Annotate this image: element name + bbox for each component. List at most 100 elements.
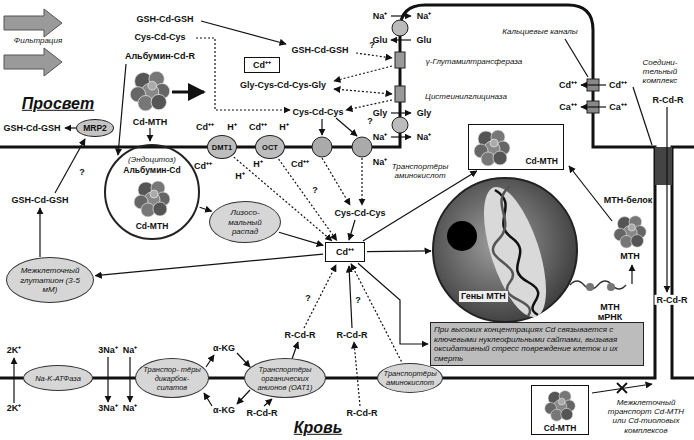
node-text: Межклеточный глутатион (3-5 мМ) (15, 266, 85, 295)
note-label: Межклеточный транспорт Cd-MTH или Cd-тио… (604, 398, 688, 435)
cell-outline (0, 5, 694, 378)
chem-label: α-KG (213, 405, 235, 415)
node-text: Лизосо- мальный распад (216, 208, 274, 237)
chem-label: МТН мРНК (593, 302, 627, 323)
question-mark: ? (369, 40, 375, 50)
chem-label: Glu (373, 35, 388, 45)
complex-box: Cd-MTH (531, 385, 589, 435)
question-mark: ? (79, 167, 85, 177)
complex-box: Cd-MTH (468, 124, 564, 170)
chem-label: α-KG (213, 343, 235, 353)
node-text: DMT1 (210, 143, 234, 152)
chem-label: R-Cd-R (337, 330, 368, 340)
node-text: Cd-MTH (136, 221, 169, 231)
protein-images (130, 71, 646, 421)
question-mark: ? (367, 116, 373, 126)
node-text: MRP2 (80, 123, 110, 133)
node-text: OCT (258, 143, 282, 152)
transporter-ellipse: Транспортёры аминокислот (377, 363, 443, 393)
chem-label: Na⁺ (417, 132, 432, 142)
chem-label: Cd⁺⁺ (196, 122, 214, 132)
pump-ellipse: Na-K-АТФаза (23, 365, 93, 391)
chem-label: R-Cd-R (347, 408, 378, 418)
chem-label: 2K⁺ (7, 403, 22, 413)
transporter-circle: DMT1 (207, 135, 237, 159)
flow-arrows (14, 16, 667, 406)
chem-label: Na⁺ (373, 132, 388, 142)
node-text: Транспор- тёры дикарбок- силатов (142, 365, 201, 392)
question-mark: ? (312, 185, 318, 195)
chem-label: Gly-Cys-Cd-Cys-Gly (240, 80, 326, 90)
chem-label: Cd⁺⁺ (194, 161, 212, 171)
flow-arrow (358, 263, 428, 344)
region-label: Просвет (22, 95, 94, 113)
note-label: Фильтрация (14, 36, 62, 45)
question-mark: ? (305, 293, 311, 303)
nucleus-drawing (433, 178, 626, 324)
nucleus-circle: Гены МТН (433, 178, 577, 322)
node-text: Транспортёры аминокислот (384, 369, 437, 387)
node-text: Na-K-АТФаза (30, 374, 86, 383)
node-text: (Эндоцитоз) (128, 155, 176, 165)
region-label: Кровь (294, 419, 343, 437)
flow-arrow (279, 159, 337, 240)
chem-label: R-Cd-R (285, 330, 316, 340)
chem-label: Cd-MTH (133, 117, 168, 127)
chem-label: Cd⁺⁺ (559, 80, 577, 90)
chem-label: Cys-Cd-Cys (334, 208, 385, 218)
node-text: Альбумин-Cd (123, 165, 180, 175)
transporter-circle: OCT (255, 135, 285, 159)
chem-label: Na⁺ (373, 157, 388, 167)
chem-label: 3Na⁺ (98, 345, 118, 355)
pool-ellipse: Межклеточный глутатион (3-5 мМ) (6, 257, 94, 303)
chem-label: Cd⁺⁺ (609, 80, 627, 90)
endocytosis-vesicle: (Эндоцитоз)Альбумин-CdCd-MTH (104, 144, 200, 240)
flow-arrow (200, 207, 212, 211)
transporter-ellipse: Транспор- тёры дикарбок- силатов (135, 358, 209, 398)
transporter-ellipse: Транспортёры органических анионов (OAT1) (244, 358, 326, 398)
note-label: Цистеинилглициназа (425, 92, 507, 101)
chem-label: МТН-белок (604, 195, 653, 205)
chem-label: 2K⁺ (7, 345, 22, 355)
note-label: γ-Глутамилтрансфераза (426, 57, 522, 66)
chem-label: Ca⁺⁺ (609, 102, 627, 112)
chem-label: GSH-Cd-GSH (137, 14, 194, 24)
chem-label: Альбумин-Cd-R (125, 51, 195, 61)
node-text: Cd⁺⁺ (329, 247, 361, 258)
lysosome-ellipse: Лизосо- мальный распад (209, 201, 281, 243)
node-text: Cd-MTH (544, 423, 577, 433)
chem-label: R-Cd-R (247, 408, 278, 418)
chem-label: МТН (620, 251, 640, 261)
flow-arrow (351, 264, 401, 362)
flow-arrow (367, 250, 431, 252)
ion-box: Cd⁺⁺ (244, 57, 280, 74)
flow-arrow (279, 232, 323, 245)
chem-label: GSH-Cd-GSH (12, 195, 69, 205)
chem-label: Gly (373, 108, 388, 118)
transporter-ellipse: MRP2 (76, 119, 114, 137)
chem-label: Gly (417, 108, 432, 118)
note-label: Транспортёры аминокислот (387, 162, 453, 180)
node-text: При высоких концентрациях Cd связывается… (434, 325, 640, 363)
chem-label: Cys-Cd-Cys (134, 32, 185, 42)
note-box: При высоких концентрациях Cd связывается… (430, 322, 644, 366)
chem-label: R-Cd-R (653, 95, 684, 105)
node-text: Гены МТН (459, 291, 508, 302)
chem-label: 3Na⁺ (98, 403, 118, 413)
chem-label: H⁺ (235, 171, 245, 181)
chem-label: GSH-Cd-GSH (4, 123, 61, 133)
question-mark: ? (355, 295, 361, 305)
flow-arrow (363, 171, 477, 241)
node-text: Cd⁺⁺ (248, 60, 276, 71)
chem-label: Glu (417, 35, 432, 45)
chem-label: H⁺ (253, 159, 263, 169)
chem-label: Cd⁺⁺ (291, 159, 309, 169)
chem-label: H⁺ (227, 122, 237, 132)
chem-label: Cd⁺⁺ (249, 122, 267, 132)
note-label: Кальциевые каналы (502, 27, 577, 36)
filtration-arrows (4, 9, 62, 76)
chem-label: Na⁺ (373, 11, 388, 21)
chem-label: Cys-Cd-Cys (292, 107, 343, 117)
